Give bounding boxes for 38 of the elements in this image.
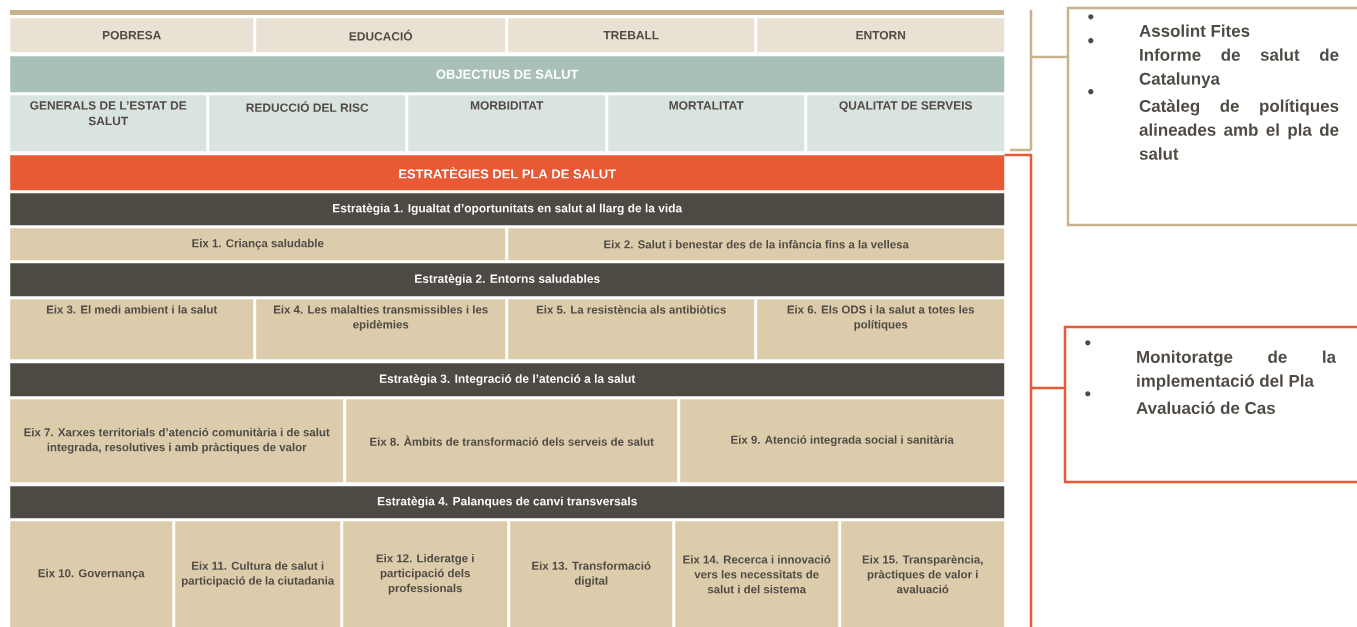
- strategy-band: Estratègia 3. Integració de l’atenció a la salut: [10, 363, 1005, 397]
- axis-cell: Eix 1. Criança saludable: [10, 228, 506, 261]
- category-cell: ENTORN: [757, 18, 1005, 53]
- goal-cell: REDUCCIÓ DEL RISC: [209, 95, 406, 152]
- node-label: Monitoratge de la implementació del Pla: [1137, 350, 1337, 391]
- node-label: Assolint Fites: [1139, 24, 1250, 37]
- axis-cell: Eix 13. Transformació digital: [510, 521, 673, 627]
- axis-cell: Eix 15. Transparència, pràctiques de valor i avaluació: [841, 521, 1005, 627]
- axis-cell: Eix 6. Els ODS i la salut a totes les polítiques: [757, 299, 1005, 360]
- bracket: [1004, 153, 1065, 390]
- axis-cell: Eix 2. Salut i benestar des de la infància fins a la vellesa: [508, 228, 1005, 261]
- goal-cell: MORBIDITAT: [408, 95, 606, 152]
- axis-cell: Eix 11. Cultura de salut i participació de la ciutadania: [175, 521, 341, 627]
- axis-cell: Eix 10. Governança: [10, 521, 173, 627]
- axis-cell: Eix 9. Atenció integrada social i sanitària: [680, 399, 1005, 483]
- bullet-list-box: Assolint Fites Informe de salut de Catalunya Catàleg de polítiques alineades amb el pla de salut: [1066, 6, 1357, 227]
- axis-cell: Eix 14. Recerca i innovació vers les necessitats de salut i del sistema: [675, 521, 839, 627]
- node-label: Informe de salut de Catalunya: [1139, 48, 1339, 89]
- axis-cell: Eix 4. Les malalties transmissibles i les epidèmies: [256, 299, 506, 360]
- axis-cell: Eix 12. Lideratge i participació dels professionals: [343, 521, 508, 627]
- header-band: ESTRATÈGIES DEL PLA DE SALUT: [10, 155, 1005, 191]
- axis-cell: Eix 5. La resistència als antibiòtics: [508, 299, 755, 360]
- strategy-band: Estratègia 4. Palanques de canvi transversals: [10, 486, 1005, 519]
- axis-cell: Eix 7. Xarxes territorials d’atenció comunitària i de salut integrada, resolutives i amb pràctiques de valor: [10, 399, 344, 483]
- strategy-band: Estratègia 2. Entorns saludables: [10, 263, 1005, 297]
- node-label: Avaluació de Cas: [1136, 401, 1275, 415]
- node-label: Catàleg de polítiques alineades amb el pla de salut: [1139, 99, 1339, 160]
- strategy-band: Estratègia 1. Igualtat d’oportunitats en salut al llarg de la vida: [10, 193, 1005, 226]
- category-cell: TREBALL: [508, 18, 755, 53]
- goal-cell: GENERALS DE L’ESTAT DE SALUT: [10, 95, 207, 152]
- header-band: OBJECTIUS DE SALUT: [10, 56, 1005, 93]
- goal-cell: QUALITAT DE SERVEIS: [807, 95, 1005, 152]
- goal-cell: MORTALITAT: [608, 95, 805, 152]
- category-cell: EDUCACIÓ: [256, 18, 506, 53]
- axis-cell: Eix 3. El medi ambient i la salut: [10, 299, 254, 360]
- axis-cell: Eix 8. Àmbits de transformació dels serveis de salut: [346, 399, 678, 483]
- bullet-list-box: Monitoratge de la implementació del Pla Avaluació de Cas: [1063, 325, 1357, 484]
- category-cell: POBRESA: [10, 18, 254, 53]
